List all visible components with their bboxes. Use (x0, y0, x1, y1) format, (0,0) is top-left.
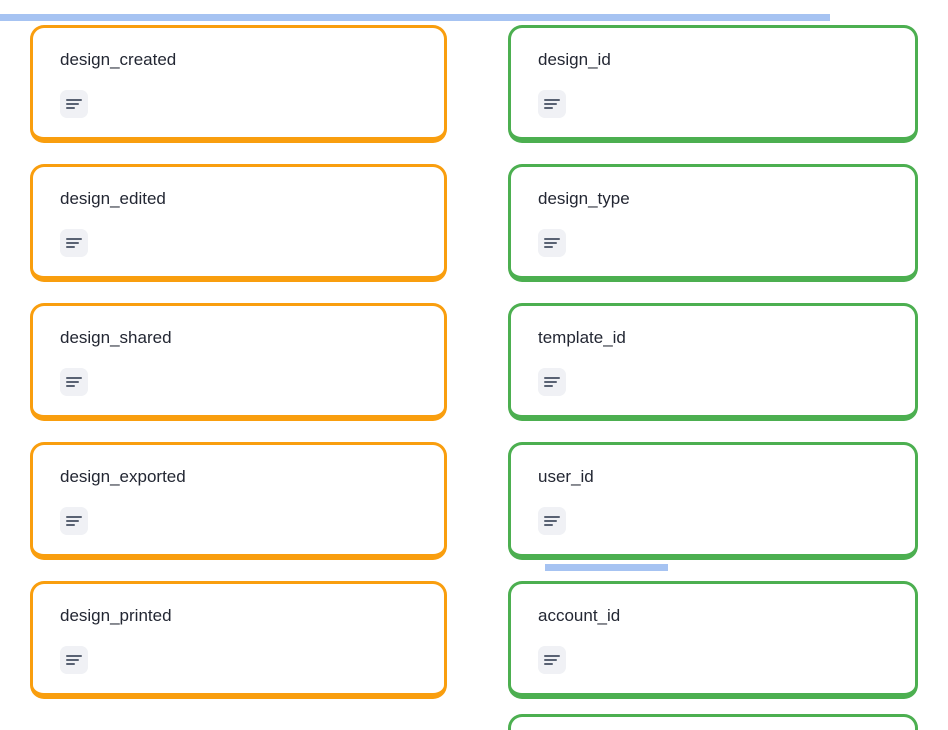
text-lines-icon (60, 229, 88, 257)
field-label: design_created (60, 50, 177, 69)
field-label: design_edited (60, 189, 166, 208)
text-lines-icon (538, 368, 566, 396)
field-card-design-id[interactable]: design_id (508, 25, 918, 143)
field-card-partial[interactable] (508, 714, 918, 730)
text-lines-icon (538, 229, 566, 257)
field-label: account_id (538, 606, 621, 625)
field-label: design_exported (60, 467, 186, 486)
text-lines-icon (60, 507, 88, 535)
field-card-design-type[interactable]: design_type (508, 164, 918, 282)
field-card-design-created[interactable]: design_created (30, 25, 447, 143)
text-lines-icon (538, 507, 566, 535)
field-card-template-id[interactable]: template_id (508, 303, 918, 421)
field-card-user-id[interactable]: user_id (508, 442, 918, 560)
field-card-design-shared[interactable]: design_shared (30, 303, 447, 421)
text-lines-icon (60, 368, 88, 396)
selection-highlight-bar (0, 14, 830, 21)
field-label: template_id (538, 328, 626, 347)
field-label: user_id (538, 467, 594, 486)
right-field-column: design_id design_type template_id user_i… (508, 25, 918, 730)
field-label: design_type (538, 189, 630, 208)
field-card-account-id[interactable]: account_id (508, 581, 918, 699)
field-card-design-printed[interactable]: design_printed (30, 581, 447, 699)
left-field-column: design_created design_edited design_shar… (30, 25, 447, 699)
field-label: design_shared (60, 328, 172, 347)
text-lines-icon (538, 90, 566, 118)
text-lines-icon (60, 90, 88, 118)
field-card-design-edited[interactable]: design_edited (30, 164, 447, 282)
text-lines-icon (60, 646, 88, 674)
drop-position-indicator (545, 564, 668, 571)
field-card-design-exported[interactable]: design_exported (30, 442, 447, 560)
text-lines-icon (538, 646, 566, 674)
field-label: design_id (538, 50, 611, 69)
field-label: design_printed (60, 606, 172, 625)
